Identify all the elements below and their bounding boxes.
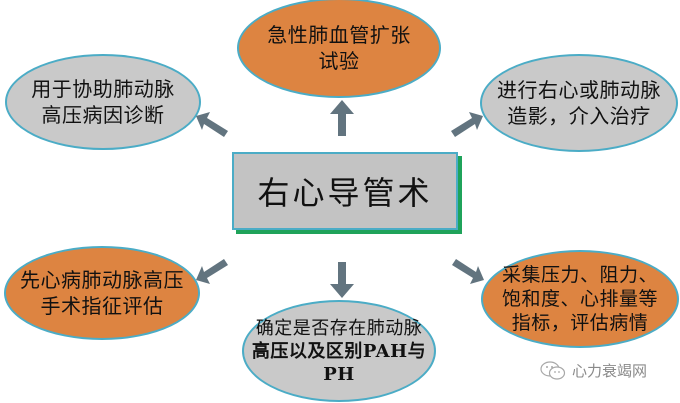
node-text-line: 饱和度、心排量等 — [501, 288, 658, 310]
node-text-line: 确定是否存在肺动脉 — [255, 317, 423, 339]
node-text-line: 进行右心或肺动脉 — [497, 78, 661, 102]
arrow-up-left-icon — [196, 112, 228, 137]
node-text-line: 试验 — [318, 49, 360, 73]
node-text-line: 指标，评估病情 — [511, 312, 649, 334]
node-text-line: 高压以及区别PAH与 — [251, 340, 427, 362]
arrow-up-icon — [330, 100, 354, 136]
node-text-line: 造影，介入治疗 — [507, 104, 651, 128]
node-text-line: 急性肺血管扩张 — [267, 23, 411, 47]
node-angiography-intervention: 进行右心或肺动脉 造影，介入治疗 — [480, 54, 678, 152]
arrow-down-right-icon — [452, 259, 484, 284]
arrow-down-left-icon — [196, 259, 228, 284]
node-text-line: 采集压力、阻力、 — [501, 264, 658, 286]
arrow-down-icon — [330, 262, 354, 298]
node-acute-vasodilator-test: 急性肺血管扩张 试验 — [237, 0, 441, 98]
node-surgical-indication: 先心病肺动脉高压 手术指征评估 — [4, 246, 200, 340]
node-text-line: 先心病肺动脉高压 — [20, 268, 184, 292]
node-text-line: 高压病因诊断 — [41, 103, 165, 127]
node-confirm-ph: 确定是否存在肺动脉 高压以及区别PAH与 PH — [242, 300, 436, 402]
center-box-right-heart-catheterization: 右心导管术 — [232, 152, 458, 230]
center-title: 右心导管术 — [257, 174, 433, 212]
watermark: 心力衰竭网 — [540, 360, 647, 381]
node-text-line: 用于协助肺动脉 — [31, 77, 175, 101]
node-etiology-diagnosis: 用于协助肺动脉 高压病因诊断 — [5, 54, 201, 150]
arrow-up-right-icon — [451, 112, 483, 137]
node-text-line: PH — [323, 363, 355, 385]
wechat-icon — [540, 360, 566, 380]
watermark-text: 心力衰竭网 — [572, 362, 648, 380]
node-collect-indicators: 采集压力、阻力、 饱和度、心排量等 指标，评估病情 — [481, 250, 679, 348]
node-text-line: 手术指征评估 — [40, 294, 164, 318]
